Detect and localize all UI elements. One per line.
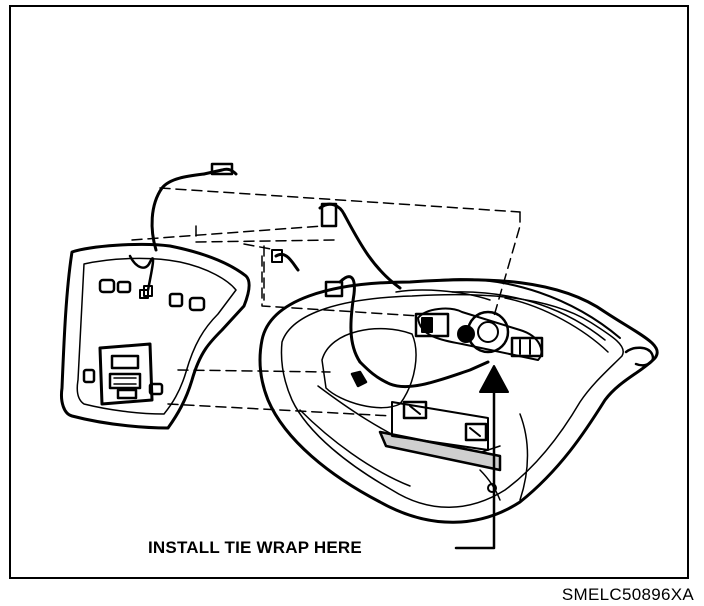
- callout-leader-arrow: [454, 365, 509, 550]
- wiring-harness: [150, 162, 490, 389]
- install-tie-wrap-callout: INSTALL TIE WRAP HERE: [148, 538, 362, 557]
- airbag-module: [60, 242, 251, 430]
- clock-spring-assembly: [395, 289, 544, 361]
- figure-code: SMELC50896XA: [561, 585, 694, 604]
- exploded-view-lines: [131, 187, 521, 417]
- steering-wheel: [258, 278, 659, 524]
